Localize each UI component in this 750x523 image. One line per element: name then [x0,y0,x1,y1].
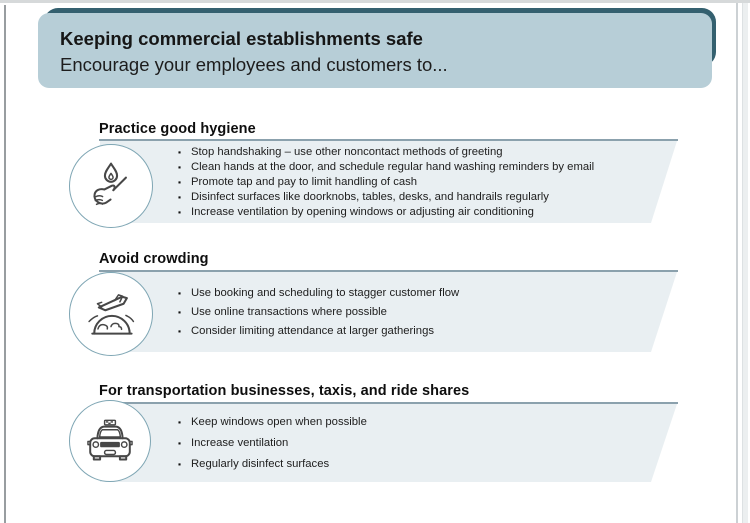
section-rule [99,402,678,404]
bullet-marker: ▪ [178,416,182,427]
bullet-item: ▪ Consider limiting attendance at larger … [178,322,677,341]
bullet-list-crowding: ▪ Use booking and scheduling to stagger c… [178,284,677,341]
bullet-text: Consider limiting attendance at larger g… [191,324,435,337]
section-rule [99,270,678,272]
bullet-marker: ▪ [178,176,182,187]
bullet-item: ▪ Clean hands at the door, and schedule r… [178,160,677,175]
bullet-marker: ▪ [178,191,182,202]
page-left-edge [4,5,6,523]
page-top-edge [0,0,750,3]
icon-badge-hygiene [69,144,153,228]
bullet-marker: ▪ [178,458,182,469]
bullet-marker: ▪ [178,161,182,172]
bullet-item: ▪ Use online transactions where possible [178,303,677,322]
bullet-text: Increase ventilation by opening windows … [191,205,534,218]
bullet-marker: ▪ [178,146,182,157]
icon-badge-transportation [69,400,151,482]
slide-header: Keeping commercial establishments safe E… [38,13,712,88]
section-rule [99,139,678,141]
bullet-text: Regularly disinfect surfaces [191,457,330,470]
section-band-hygiene: ▪ Stop handshaking – use other noncontact… [100,141,677,223]
icon-badge-crowding [69,272,153,356]
bullet-text: Increase ventilation [191,436,289,449]
bullet-text: Promote tap and pay to limit handling of… [191,175,418,188]
bullet-text: Keep windows open when possible [191,415,367,428]
bullet-item: ▪ Regularly disinfect surfaces [178,454,677,475]
bullet-item: ▪ Increase ventilation [178,433,677,454]
bullet-marker: ▪ [178,437,182,448]
section-band-crowding: ▪ Use booking and scheduling to stagger c… [100,272,677,352]
handwashing-icon [93,162,127,206]
bullet-marker: ▪ [178,206,182,217]
bullet-list-hygiene: ▪ Stop handshaking – use other noncontact… [178,145,677,220]
bullet-text: Use booking and scheduling to stagger cu… [191,286,460,299]
airplane-globe-icon [88,294,135,335]
page-right-margin-strip [742,3,748,523]
bullet-text: Clean hands at the door, and schedule re… [191,160,595,173]
bullet-item: ▪ Increase ventilation by opening windows… [178,205,677,220]
bullet-text: Use online transactions where possible [191,305,387,318]
section-heading-crowding: Avoid crowding [99,251,209,267]
bullet-marker: ▪ [178,287,182,298]
section-heading-transportation: For transportation businesses, taxis, an… [99,383,470,399]
page-subtitle: Encourage your employees and customers t… [60,54,448,75]
bullet-item: ▪ Stop handshaking – use other noncontact… [178,145,677,160]
bullet-list-transportation: ▪ Keep windows open when possible ▪ Increa… [178,412,677,475]
bullet-text: Stop handshaking – use other noncontact … [191,145,503,158]
section-band-transportation: ▪ Keep windows open when possible ▪ Increa… [100,404,677,482]
bullet-item: ▪ Keep windows open when possible [178,412,677,433]
page-title: Keeping commercial establishments safe [60,28,423,49]
taxi-icon [87,419,133,461]
bullet-item: ▪ Promote tap and pay to limit handling o… [178,175,677,190]
bullet-marker: ▪ [178,306,182,317]
bullet-item: ▪ Disinfect surfaces like doorknobs, tabl… [178,190,677,205]
bullet-item: ▪ Use booking and scheduling to stagger c… [178,284,677,303]
bullet-marker: ▪ [178,325,182,336]
bullet-text: Disinfect surfaces like doorknobs, table… [191,190,549,203]
page-right-edge [736,3,738,523]
section-heading-hygiene: Practice good hygiene [99,121,256,137]
